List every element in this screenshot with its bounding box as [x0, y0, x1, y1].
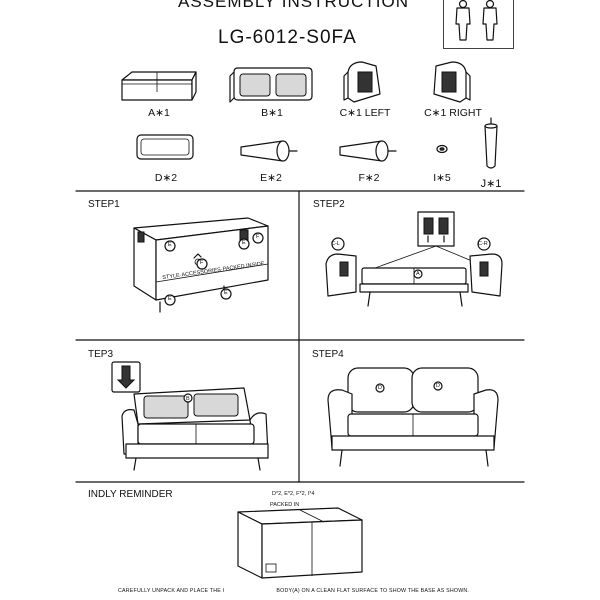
cushion-part — [136, 134, 194, 160]
sofa-base-part — [121, 71, 197, 101]
callout-e: E — [168, 242, 172, 248]
callout-e: E — [242, 240, 246, 246]
step1-title: STEP1 — [88, 199, 120, 210]
step3-title: TEP3 — [88, 349, 114, 360]
reminder-title: INDLY REMINDER — [88, 489, 173, 500]
part-label-j: J∗1 — [480, 178, 502, 190]
callout-a: A — [416, 271, 420, 277]
callout-c-right: C-R — [478, 241, 488, 247]
step2-title: STEP2 — [313, 199, 345, 210]
callout-f: F — [200, 260, 204, 266]
part-label-e: E∗2 — [260, 172, 282, 184]
leg-e-part — [240, 140, 298, 162]
part-label-i: I∗5 — [433, 172, 451, 184]
model-number: LG-6012-S0FA — [218, 27, 357, 48]
part-label-a: A∗1 — [148, 107, 170, 119]
callout-e: E — [168, 296, 172, 302]
callout-e: E — [224, 290, 228, 296]
packed-box-illustration — [237, 507, 363, 579]
part-label-f: F∗2 — [358, 172, 380, 184]
step2-illustration — [325, 211, 503, 307]
leg-f-part — [339, 140, 397, 162]
part-label-c-right: C∗1 RIGHT — [424, 107, 482, 119]
callout-d: D — [436, 383, 440, 389]
reminder-footer-part1: CAREFULLY UNPACK AND PLACE THE I — [118, 588, 225, 594]
step4-title: STEP4 — [312, 349, 344, 360]
right-armrest-part — [433, 61, 471, 103]
reminder-footer: CAREFULLY UNPACK AND PLACE THE I BODY(A) … — [118, 588, 469, 594]
callout-b: B — [186, 396, 190, 402]
step3-illustration — [111, 361, 269, 471]
tall-leg-part — [484, 117, 498, 169]
part-label-b: B∗1 — [261, 107, 283, 119]
washer-part — [436, 144, 448, 154]
reminder-parts-list: D*2, E*2, F*2, I*4 — [272, 491, 315, 497]
step4-illustration — [327, 367, 499, 467]
page-title: ASSEMBLY INSTRUCTION — [178, 0, 409, 11]
part-label-c-left: C∗1 LEFT — [339, 107, 391, 119]
left-armrest-part — [343, 61, 381, 103]
step1-callouts — [164, 232, 264, 306]
reminder-packed-label: PACKED IN — [270, 502, 300, 508]
callout-c-left: C-L — [331, 241, 340, 247]
callout-d: D — [378, 385, 382, 391]
part-label-d: D∗2 — [154, 172, 178, 184]
callout-f: F — [256, 234, 260, 240]
reminder-footer-part2: BODY(A) ON A CLEAN FLAT SURFACE TO SHOW … — [276, 588, 470, 594]
two-person-icon — [443, 0, 514, 49]
backrest-part — [229, 67, 313, 103]
step1-callout-labels: E F E F E E — [140, 228, 280, 308]
